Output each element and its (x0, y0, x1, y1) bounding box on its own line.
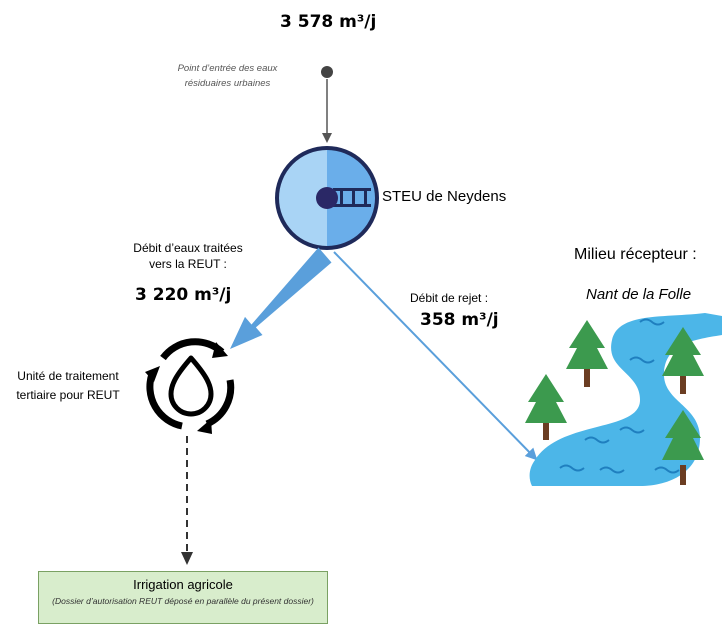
tertiary-unit-line2: tertiaire pour REUT (16, 388, 120, 402)
tree-icon (525, 374, 567, 440)
receiving-env-title: Milieu récepteur : (574, 246, 697, 263)
treated-flow-value: 3 220 m³/j (135, 285, 232, 305)
entry-point-dot (321, 66, 333, 78)
incoming-flow-value: 3 578 m³/j (280, 12, 377, 32)
receiving-env-name: Nant de la Folle (586, 286, 692, 303)
entry-point-line1: Point d’entrée des eaux (177, 63, 278, 74)
tree-icon (662, 327, 704, 394)
tree-icon (566, 320, 608, 387)
entry-point-label: Point d’entrée des eaux résiduaires urba… (150, 61, 305, 91)
treated-flow-line1: Débit d’eaux traitées (133, 241, 243, 255)
treated-flow-line2: vers la REUT : (149, 257, 227, 271)
irrigation-box: Irrigation agricole (Dossier d’autorisat… (38, 571, 328, 624)
recycle-droplet-icon (145, 338, 235, 434)
treated-flow-label: Débit d’eaux traitées vers la REUT : (108, 240, 268, 272)
tertiary-unit-line1: Unité de traitement (17, 369, 119, 383)
treated-flow-arrow (230, 247, 332, 349)
irrigation-note: (Dossier d’autorisation REUT déposé en p… (52, 596, 314, 606)
entry-point-line2: résiduaires urbaines (184, 78, 271, 89)
steu-label: STEU de Neydens (382, 188, 507, 205)
irrigation-arrowhead (181, 552, 193, 565)
tertiary-unit-label: Unité de traitement tertiaire pour REUT (2, 367, 134, 405)
steu-icon (275, 146, 379, 250)
irrigation-title: Irrigation agricole (133, 577, 233, 592)
reject-flow-arrow (333, 251, 538, 461)
reject-flow-value: 358 m³/j (420, 310, 499, 330)
reject-flow-label: Débit de rejet : (410, 291, 489, 305)
tree-icon (662, 410, 704, 485)
